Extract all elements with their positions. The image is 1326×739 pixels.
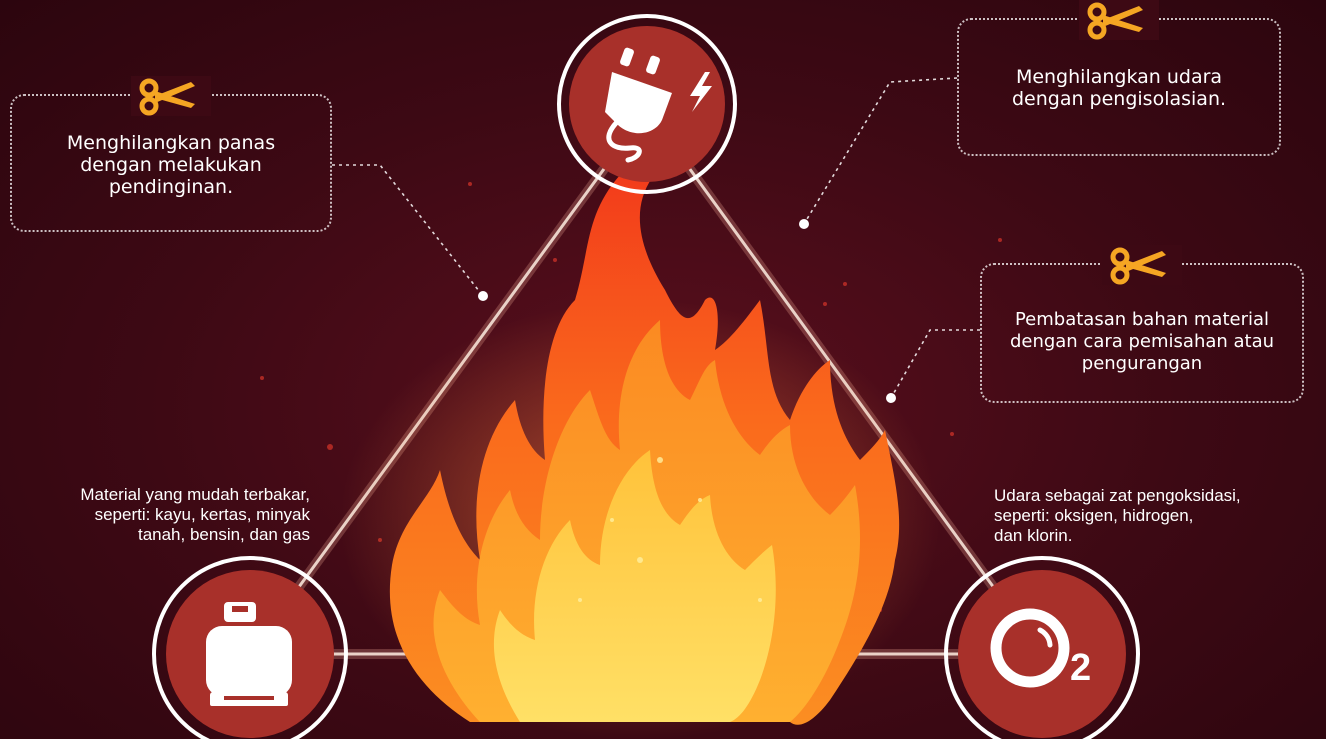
oxygen-node: 2 [944,556,1140,739]
scissors-icon [1102,245,1182,285]
fuel-description: Material yang mudah terbakar, seperti: k… [80,485,310,544]
fire-flame-icon [340,167,940,739]
fuel-node [152,556,348,739]
callout-cooling-text: Menghilangkan panas dengan melakukan pen… [66,132,276,198]
scissors-icon [131,76,211,116]
scissors-icon [1079,0,1159,40]
electric-plug-icon [605,47,712,163]
heat-node [557,14,737,194]
callout-separation: Pembatasan bahan material dengan cara pe… [980,245,1304,403]
callout-cooling: Menghilangkan panas dengan melakukan pen… [10,76,332,232]
callout-separation-text: Pembatasan bahan material dengan cara pe… [1009,309,1275,374]
callout-insulation-text: Menghilangkan udara dengan pengisolasian… [1011,66,1227,110]
connector-dots [478,219,896,403]
connector-lines [332,77,980,399]
gas-cylinder-icon [206,602,292,706]
oxygen-o2-icon: 2 [990,608,1091,689]
oxygen-subscript: 2 [1070,647,1091,689]
oxygen-description: Udara sebagai zat pengoksidasi, seperti:… [994,486,1241,545]
callout-insulation: Menghilangkan udara dengan pengisolasian… [957,0,1281,156]
